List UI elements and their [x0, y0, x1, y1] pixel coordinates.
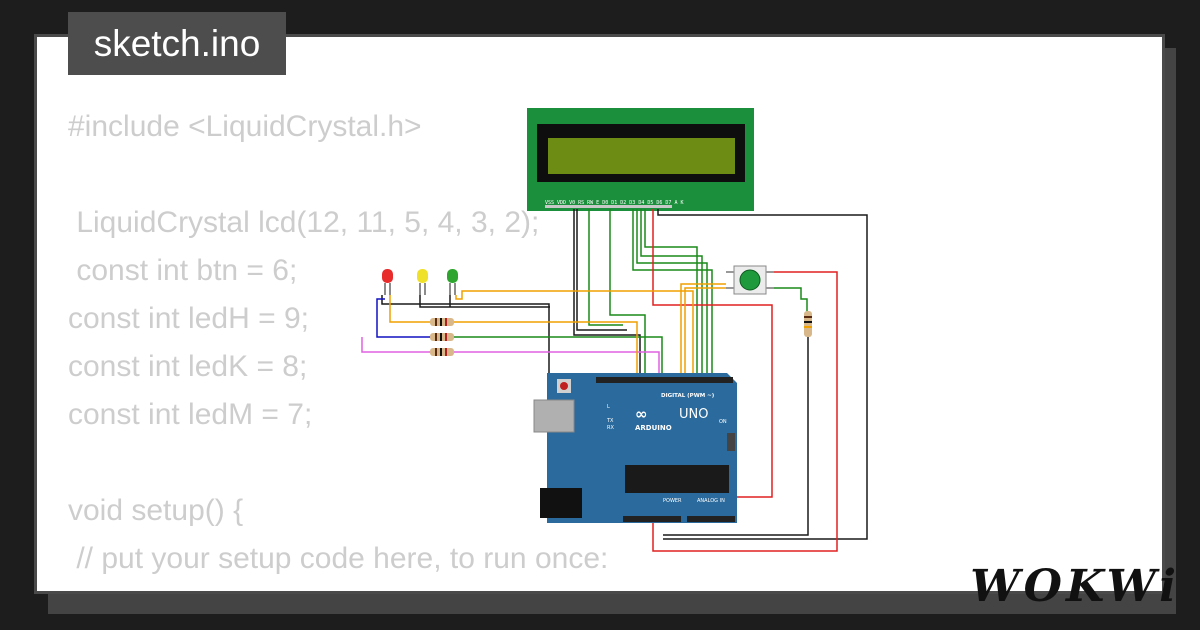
code-line: #include <LiquidCrystal.h>: [68, 110, 422, 143]
code-line: const int ledM = 7;: [68, 398, 313, 431]
digital-header: [596, 377, 733, 383]
board-brand: ARDUINO: [635, 424, 672, 432]
circuit-diagram: VSS VDD V0 RS RW E D0 D1 D2 D3 D4 D5 D6 …: [361, 108, 868, 552]
usb-port: [533, 399, 575, 433]
lcd-pin-labels: VSS VDD V0 RS RW E D0 D1 D2 D3 D4 D5 D6 …: [545, 200, 683, 206]
digital-label: DIGITAL (PWM ~): [661, 393, 715, 399]
code-line: LiquidCrystal lcd(12, 11, 5, 4, 3, 2);: [68, 206, 540, 239]
led-red[interactable]: [382, 269, 393, 295]
code-line: const int btn = 6;: [68, 254, 298, 287]
power-header: [623, 516, 681, 522]
tx-label: TX: [606, 418, 614, 424]
resistor-2[interactable]: [430, 333, 454, 341]
icsp-header: [727, 433, 735, 451]
code-editor: #include <LiquidCrystal.h> LiquidCrystal…: [68, 103, 608, 583]
code-line: const int ledK = 8;: [68, 350, 308, 383]
led-yellow[interactable]: [417, 269, 428, 295]
arduino-uno[interactable]: DIGITAL (PWM ~) ∞ UNO ARDUINO TX RX L ON…: [533, 373, 737, 523]
analog-header: [687, 516, 735, 522]
lcd-screen: [548, 138, 735, 174]
l-label: L: [607, 404, 610, 410]
preview-card: #include <LiquidCrystal.h> LiquidCrystal…: [34, 34, 1165, 594]
atmega-chip: [625, 465, 729, 493]
wokwi-logo: WOKWi: [970, 561, 1180, 612]
filename-tab[interactable]: sketch.ino: [68, 12, 286, 75]
led-wires: [361, 290, 694, 377]
pulldown-resistor[interactable]: [804, 311, 812, 337]
power-label: POWER: [663, 498, 682, 504]
led-green[interactable]: [447, 269, 458, 295]
lcd-pin-header: [545, 205, 672, 208]
infinity-logo-icon: ∞: [635, 405, 648, 423]
code-line: void setup() {: [68, 494, 244, 527]
analog-label: ANALOG IN: [697, 498, 725, 504]
rx-label: RX: [607, 425, 614, 431]
on-label: ON: [719, 419, 727, 425]
resistor-3[interactable]: [430, 348, 454, 356]
button-wires: [652, 271, 838, 552]
resistor-1[interactable]: [430, 318, 454, 326]
lcd-display[interactable]: VSS VDD V0 RS RW E D0 D1 D2 D3 D4 D5 D6 …: [527, 108, 754, 211]
board-model: UNO: [679, 407, 708, 422]
power-jack: [540, 488, 582, 518]
push-button[interactable]: [726, 265, 774, 295]
code-line: // put your setup code here, to run once…: [68, 542, 609, 575]
code-line: const int ledH = 9;: [68, 302, 309, 335]
reset-button-icon[interactable]: [560, 382, 568, 390]
